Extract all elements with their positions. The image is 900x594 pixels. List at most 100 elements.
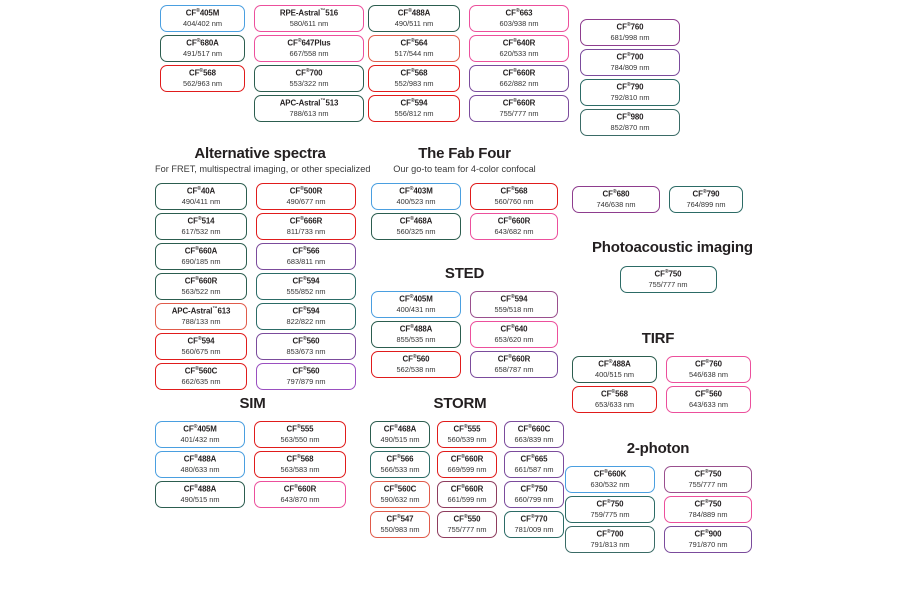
dye-name: CF®980 bbox=[616, 112, 644, 122]
dye-wavelengths: 658/787 nm bbox=[494, 365, 534, 375]
trademark-mark: ® bbox=[196, 38, 201, 45]
dye-wavelengths: 560/539 nm bbox=[447, 435, 487, 445]
dye-wavelengths: 491/517 nm bbox=[182, 49, 223, 59]
trademark-mark: ® bbox=[302, 336, 307, 343]
dye-name: CF®560C bbox=[383, 484, 417, 494]
trademark-mark: ® bbox=[612, 189, 617, 196]
trademark-mark: ® bbox=[193, 424, 198, 431]
trademark-mark: ® bbox=[410, 324, 414, 331]
trademark-mark: ® bbox=[394, 484, 398, 491]
dye-name: CF®760 bbox=[616, 22, 644, 32]
dye-name: CF®700 bbox=[596, 529, 624, 539]
dye-wavelengths: 490/677 nm bbox=[286, 197, 326, 207]
dye-wavelengths: 690/185 nm bbox=[181, 257, 221, 267]
dye-wavelengths: 653/633 nm bbox=[594, 400, 635, 410]
trademark-mark: ® bbox=[530, 454, 535, 461]
dye-wavelengths: 559/518 nm bbox=[494, 305, 534, 315]
trademark-mark: ® bbox=[302, 246, 307, 253]
dye-name: CF®568 bbox=[400, 68, 428, 78]
dye-name: CF®566 bbox=[386, 454, 414, 464]
dye-name: CF®640R bbox=[502, 38, 536, 48]
trademark-mark: ® bbox=[197, 186, 201, 193]
